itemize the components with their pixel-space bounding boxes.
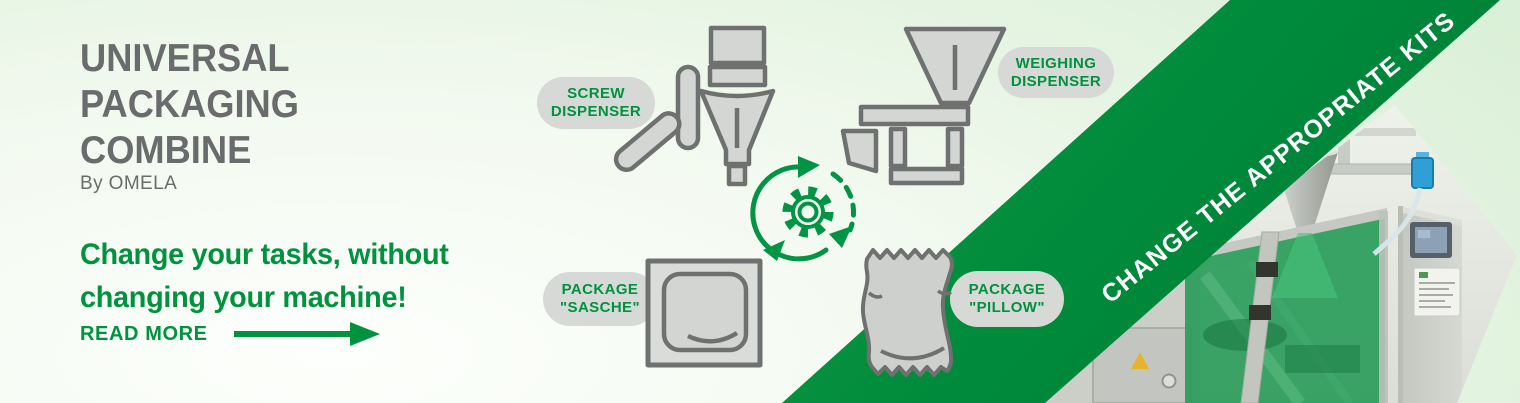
label-weighing-dispenser: WEIGHING DISPENSER (998, 47, 1114, 98)
title-line: COMBINE (80, 129, 252, 172)
sensor-tube (1372, 187, 1423, 256)
read-more-link[interactable]: READ MORE (80, 322, 382, 346)
label-line: SCREW (567, 85, 625, 102)
hinge (1256, 262, 1278, 277)
tagline-line: Change your tasks, without (80, 238, 449, 271)
blue-sensor (1372, 152, 1434, 256)
green-glass-window (1183, 208, 1388, 403)
frame-post (1240, 231, 1280, 403)
spec-label (1413, 267, 1461, 317)
label-line: WEIGHING (1015, 54, 1097, 72)
label-package-pillow: PACKAGE "PILLOW" (950, 271, 1064, 327)
weighing-dispenser-icon (840, 26, 1007, 186)
door-handle (1161, 373, 1177, 389)
read-more-label: READ MORE (80, 322, 208, 345)
title-line: PACKAGING (80, 83, 299, 126)
page-title: UNIVERSAL PACKAGING COMBINE (80, 36, 299, 174)
label-line: "SASCHE" (560, 299, 640, 316)
hinge (1249, 305, 1271, 320)
tagline: Change your tasks, without changing your… (80, 233, 449, 319)
label-screw-dispenser: SCREW DISPENSER (537, 77, 655, 129)
title-line: UNIVERSAL (80, 37, 290, 80)
label-package-sasche: PACKAGE "SASCHE" (543, 272, 657, 326)
label-line: DISPENSER (1010, 72, 1102, 90)
arrow-right-icon (233, 322, 382, 346)
product-spray (1272, 233, 1338, 298)
sasche-package-icon (645, 258, 763, 368)
control-box (1398, 206, 1462, 403)
warning-triangle-icon (1131, 352, 1149, 369)
byline: By OMELA (80, 173, 178, 194)
label-line: PACKAGE (561, 281, 639, 298)
label-line: PACKAGE (968, 281, 1046, 298)
tagline-line: changing your machine! (80, 281, 407, 314)
label-line: "PILLOW" (969, 299, 1045, 316)
label-line: DISPENSER (550, 103, 642, 120)
gear-sync-icon (750, 156, 856, 262)
